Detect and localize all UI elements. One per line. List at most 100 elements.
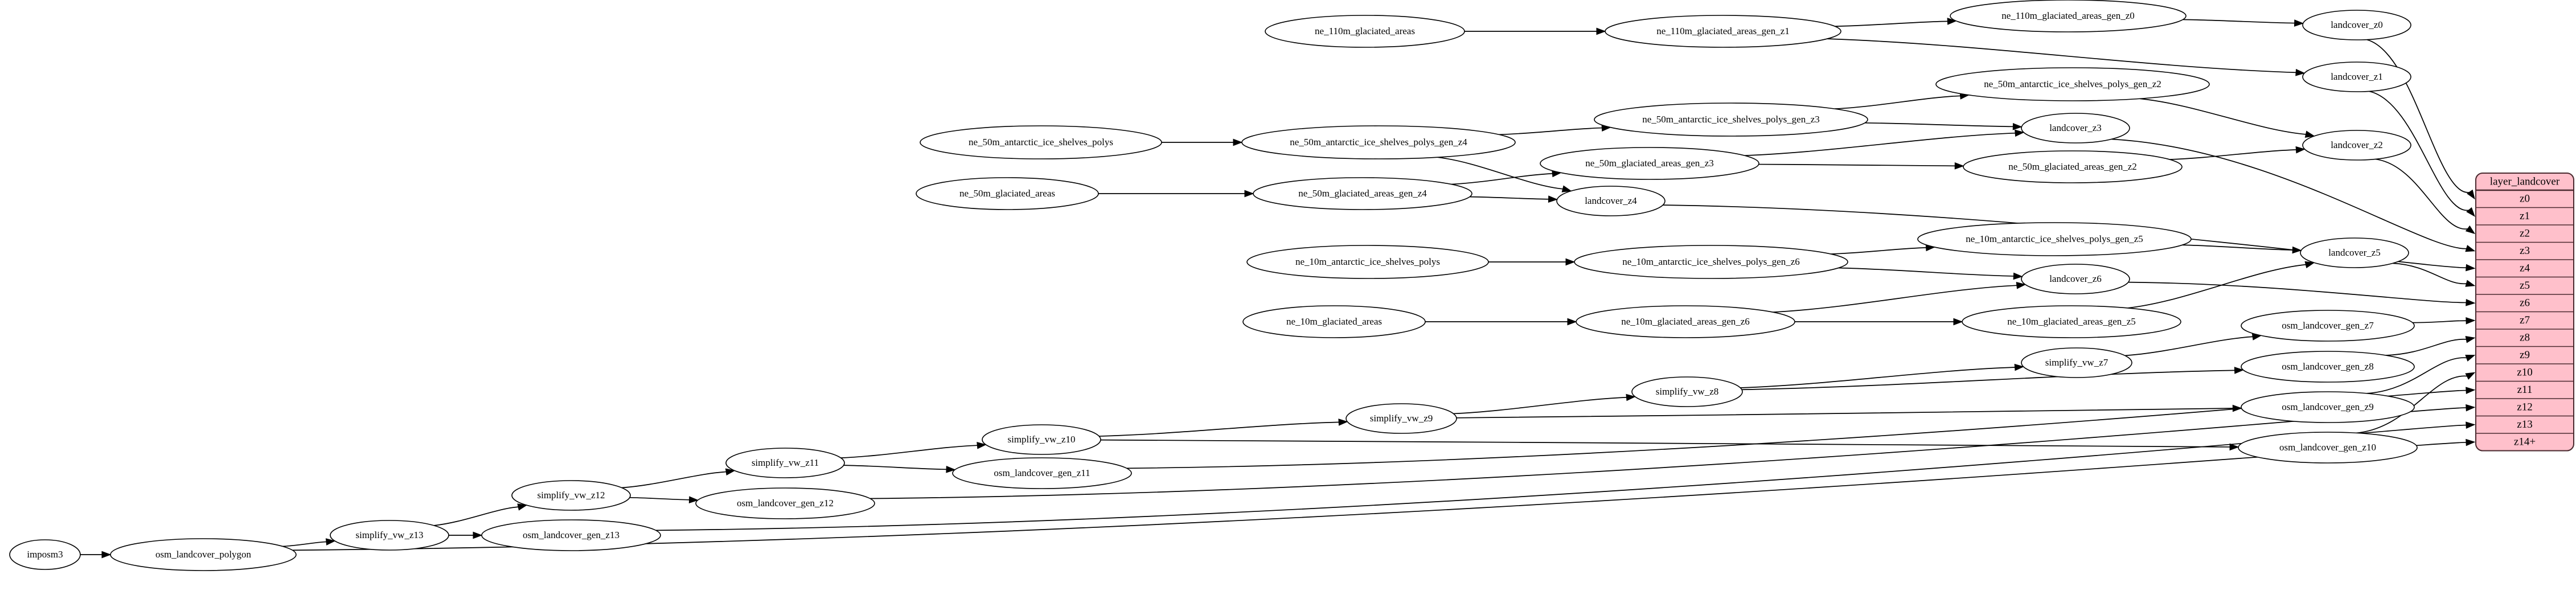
node-shape[interactable] xyxy=(2241,351,2415,383)
node-shape[interactable] xyxy=(1605,15,1841,48)
node-simplify_vw_z13[interactable]: simplify_vw_z13 xyxy=(330,520,449,551)
node-landcover_z1[interactable]: landcover_z1 xyxy=(2302,61,2411,92)
node-simplify_vw_z11[interactable]: simplify_vw_z11 xyxy=(725,448,845,478)
node-ne_110m_glaciated_areas_gen_z0[interactable]: ne_110m_glaciated_areas_gen_z0 xyxy=(1950,0,2187,32)
table-row-z7[interactable] xyxy=(2476,312,2574,330)
node-ne_10m_glaciated_areas[interactable]: ne_10m_glaciated_areas xyxy=(1242,305,1426,338)
node-simplify_vw_z10[interactable]: simplify_vw_z10 xyxy=(982,424,1101,455)
table-row-z10[interactable] xyxy=(2476,364,2574,382)
node-shape[interactable] xyxy=(982,424,1101,455)
node-shape[interactable] xyxy=(2238,432,2418,464)
node-ne_50m_glaciated_areas_gen_z4[interactable]: ne_50m_glaciated_areas_gen_z4 xyxy=(1253,177,1472,210)
node-shape[interactable] xyxy=(1265,15,1465,48)
node-shape[interactable] xyxy=(1574,245,1848,279)
node-shape[interactable] xyxy=(920,125,1162,159)
table-row-z12[interactable] xyxy=(2476,399,2574,416)
node-shape[interactable] xyxy=(1576,305,1795,338)
node-shape[interactable] xyxy=(2021,347,2132,378)
node-ne_50m_glaciated_areas[interactable]: ne_50m_glaciated_areas xyxy=(916,177,1099,210)
table-row-z2[interactable] xyxy=(2476,225,2574,243)
node-shape[interactable] xyxy=(1346,403,1457,434)
node-shape[interactable] xyxy=(1556,186,1666,216)
node-ne_10m_antarctic_ice_shelves_polys[interactable]: ne_10m_antarctic_ice_shelves_polys xyxy=(1246,245,1489,279)
node-ne_10m_antarctic_ice_shelves_polys_gen_z6[interactable]: ne_10m_antarctic_ice_shelves_polys_gen_z… xyxy=(1574,245,1848,279)
node-shape[interactable] xyxy=(511,480,631,511)
node-shape[interactable] xyxy=(1631,376,1743,407)
table-row-z1[interactable] xyxy=(2476,208,2574,225)
node-shape[interactable] xyxy=(2021,264,2130,294)
node-shape[interactable] xyxy=(725,448,845,478)
table-row-z0[interactable] xyxy=(2476,190,2574,208)
table-row-z5[interactable] xyxy=(2476,277,2574,295)
node-shape[interactable] xyxy=(1594,102,1868,137)
nodes-layer: ne_110m_glaciated_areas ne_110m_glaciated… xyxy=(9,0,2418,571)
node-ne_50m_antarctic_ice_shelves_polys_gen_z3[interactable]: ne_50m_antarctic_ice_shelves_polys_gen_z… xyxy=(1594,102,1868,137)
node-ne_10m_glaciated_areas_gen_z5[interactable]: ne_10m_glaciated_areas_gen_z5 xyxy=(1962,305,2181,338)
node-shape[interactable] xyxy=(1241,125,1516,159)
edge-landcover_z5-to-layer_landcover-z5 xyxy=(2393,263,2467,285)
node-simplify_vw_z12[interactable]: simplify_vw_z12 xyxy=(511,480,631,511)
node-shape[interactable] xyxy=(2021,113,2130,143)
node-osm_landcover_gen_z9[interactable]: osm_landcover_gen_z9 xyxy=(2241,391,2415,423)
node-shape[interactable] xyxy=(916,177,1099,210)
table-row-z9[interactable] xyxy=(2476,347,2574,364)
node-ne_50m_glaciated_areas_gen_z2[interactable]: ne_50m_glaciated_areas_gen_z2 xyxy=(1963,150,2183,183)
node-simplify_vw_z7[interactable]: simplify_vw_z7 xyxy=(2021,347,2132,378)
node-simplify_vw_z9[interactable]: simplify_vw_z9 xyxy=(1346,403,1457,434)
node-ne_110m_glaciated_areas[interactable]: ne_110m_glaciated_areas xyxy=(1265,15,1465,48)
node-shape[interactable] xyxy=(481,519,661,551)
table-row-z8[interactable] xyxy=(2476,329,2574,347)
node-osm_landcover_gen_z8[interactable]: osm_landcover_gen_z8 xyxy=(2241,351,2415,383)
node-shape[interactable] xyxy=(1963,150,2183,183)
node-shape[interactable] xyxy=(2302,61,2411,92)
node-landcover_z5[interactable]: landcover_z5 xyxy=(2300,237,2409,268)
node-shape[interactable] xyxy=(2302,130,2411,161)
node-shape[interactable] xyxy=(2302,10,2411,40)
node-shape[interactable] xyxy=(1917,222,2192,256)
table-row-z11[interactable] xyxy=(2476,382,2574,399)
node-landcover_z2[interactable]: landcover_z2 xyxy=(2302,130,2411,161)
node-ne_50m_antarctic_ice_shelves_polys_gen_z2[interactable]: ne_50m_antarctic_ice_shelves_polys_gen_z… xyxy=(1935,67,2210,101)
node-shape[interactable] xyxy=(1950,0,2187,32)
node-shape[interactable] xyxy=(695,487,875,519)
node-ne_10m_antarctic_ice_shelves_polys_gen_z5[interactable]: ne_10m_antarctic_ice_shelves_polys_gen_z… xyxy=(1917,222,2192,256)
node-ne_50m_glaciated_areas_gen_z3[interactable]: ne_50m_glaciated_areas_gen_z3 xyxy=(1540,147,1759,180)
node-osm_landcover_gen_z11[interactable]: osm_landcover_gen_z11 xyxy=(952,457,1132,489)
node-shape[interactable] xyxy=(2241,391,2415,423)
table-row-z4[interactable] xyxy=(2476,260,2574,277)
layer-landcover-record[interactable]: layer_landcoverz0z1z2z3z4z5z6z7z8z9z10z1… xyxy=(2475,173,2574,452)
node-landcover_z4[interactable]: landcover_z4 xyxy=(1556,186,1666,216)
node-shape[interactable] xyxy=(1962,305,2181,338)
node-shape[interactable] xyxy=(2241,310,2415,342)
node-ne_110m_glaciated_areas_gen_z1[interactable]: ne_110m_glaciated_areas_gen_z1 xyxy=(1605,15,1841,48)
edge-simplify_vw_z9-to-osm_landcover_gen_z9 xyxy=(1456,408,2234,419)
node-ne_10m_glaciated_areas_gen_z6[interactable]: ne_10m_glaciated_areas_gen_z6 xyxy=(1576,305,1795,338)
node-shape[interactable] xyxy=(1242,305,1426,338)
node-shape[interactable] xyxy=(952,457,1132,489)
node-shape[interactable] xyxy=(110,538,297,571)
node-shape[interactable] xyxy=(9,539,81,570)
table-row-z6[interactable] xyxy=(2476,294,2574,312)
node-shape[interactable] xyxy=(2300,237,2409,268)
node-shape[interactable] xyxy=(1246,245,1489,279)
node-osm_landcover_gen_z10[interactable]: osm_landcover_gen_z10 xyxy=(2238,432,2418,464)
node-osm_landcover_gen_z13[interactable]: osm_landcover_gen_z13 xyxy=(481,519,661,551)
table-row-z3[interactable] xyxy=(2476,243,2574,260)
node-shape[interactable] xyxy=(1935,67,2210,101)
node-osm_landcover_polygon[interactable]: osm_landcover_polygon xyxy=(110,538,297,571)
node-osm_landcover_gen_z12[interactable]: osm_landcover_gen_z12 xyxy=(695,487,875,519)
node-landcover_z0[interactable]: landcover_z0 xyxy=(2302,10,2411,40)
edge-arrowhead xyxy=(2465,280,2476,287)
node-simplify_vw_z8[interactable]: simplify_vw_z8 xyxy=(1631,376,1743,407)
node-osm_landcover_gen_z7[interactable]: osm_landcover_gen_z7 xyxy=(2241,310,2415,342)
node-imposm3[interactable]: imposm3 xyxy=(9,539,81,570)
node-landcover_z6[interactable]: landcover_z6 xyxy=(2021,264,2130,294)
table-row-z14plus[interactable] xyxy=(2476,433,2574,451)
node-shape[interactable] xyxy=(330,520,449,551)
node-ne_50m_antarctic_ice_shelves_polys[interactable]: ne_50m_antarctic_ice_shelves_polys xyxy=(920,125,1162,159)
table-row-z13[interactable] xyxy=(2476,416,2574,434)
node-landcover_z3[interactable]: landcover_z3 xyxy=(2021,113,2130,143)
node-shape[interactable] xyxy=(1540,147,1759,180)
node-shape[interactable] xyxy=(1253,177,1472,210)
node-ne_50m_antarctic_ice_shelves_polys_gen_z4[interactable]: ne_50m_antarctic_ice_shelves_polys_gen_z… xyxy=(1241,125,1516,159)
